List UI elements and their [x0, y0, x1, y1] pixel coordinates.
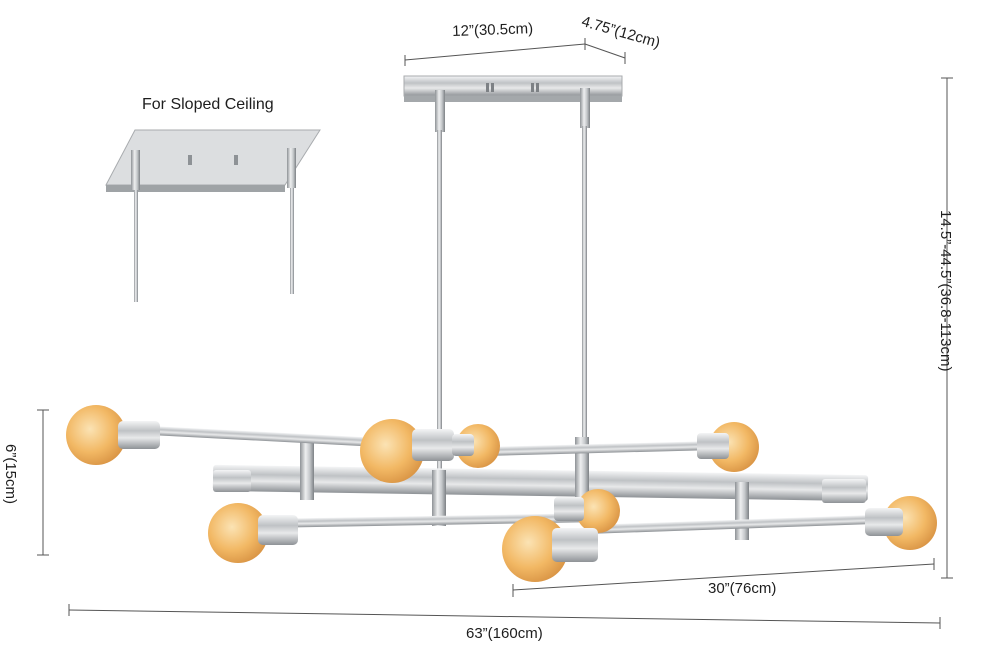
down-rods — [435, 88, 590, 475]
sloped-ceiling-label: For Sloped Ceiling — [142, 96, 274, 113]
sloped-swivel-left — [131, 150, 140, 190]
sloped-rod-right — [290, 188, 294, 294]
cross-block-left — [300, 436, 314, 500]
canopy — [403, 75, 623, 102]
left-end-cap — [213, 470, 251, 492]
bulb-5 — [208, 503, 298, 563]
bulb-3 — [452, 424, 500, 468]
height-range-label: 14.5”-44.5”(36.8-113cm) — [937, 210, 954, 372]
sloped-canopy-edge — [106, 185, 285, 192]
inner-width-label: 30”(76cm) — [708, 580, 777, 597]
arm-lower-right — [589, 515, 871, 534]
cross-block-right — [735, 482, 749, 540]
bulb-4 — [697, 422, 759, 472]
bulb-1 — [66, 405, 160, 465]
arm-upper-left — [154, 426, 376, 447]
bulb-2 — [360, 419, 454, 483]
dimension-lines — [37, 38, 953, 629]
arm-upper-right — [469, 440, 731, 457]
canopy-width-label: 12”(30.5cm) — [451, 20, 534, 40]
arm-lower-left — [279, 513, 581, 528]
arm-drop-label: 6”(15cm) — [2, 444, 19, 505]
sloped-ceiling-inset — [105, 129, 321, 302]
cross-block-center — [432, 470, 446, 526]
sloped-rod-left — [134, 190, 138, 302]
bulb-6 — [554, 489, 620, 533]
bulb-7 — [502, 516, 598, 582]
right-end-cap — [822, 479, 866, 503]
bulbs — [66, 405, 937, 582]
sloped-swivel-right — [287, 148, 296, 188]
bulb-8 — [865, 496, 937, 550]
total-width-label: 63”(160cm) — [466, 625, 543, 642]
